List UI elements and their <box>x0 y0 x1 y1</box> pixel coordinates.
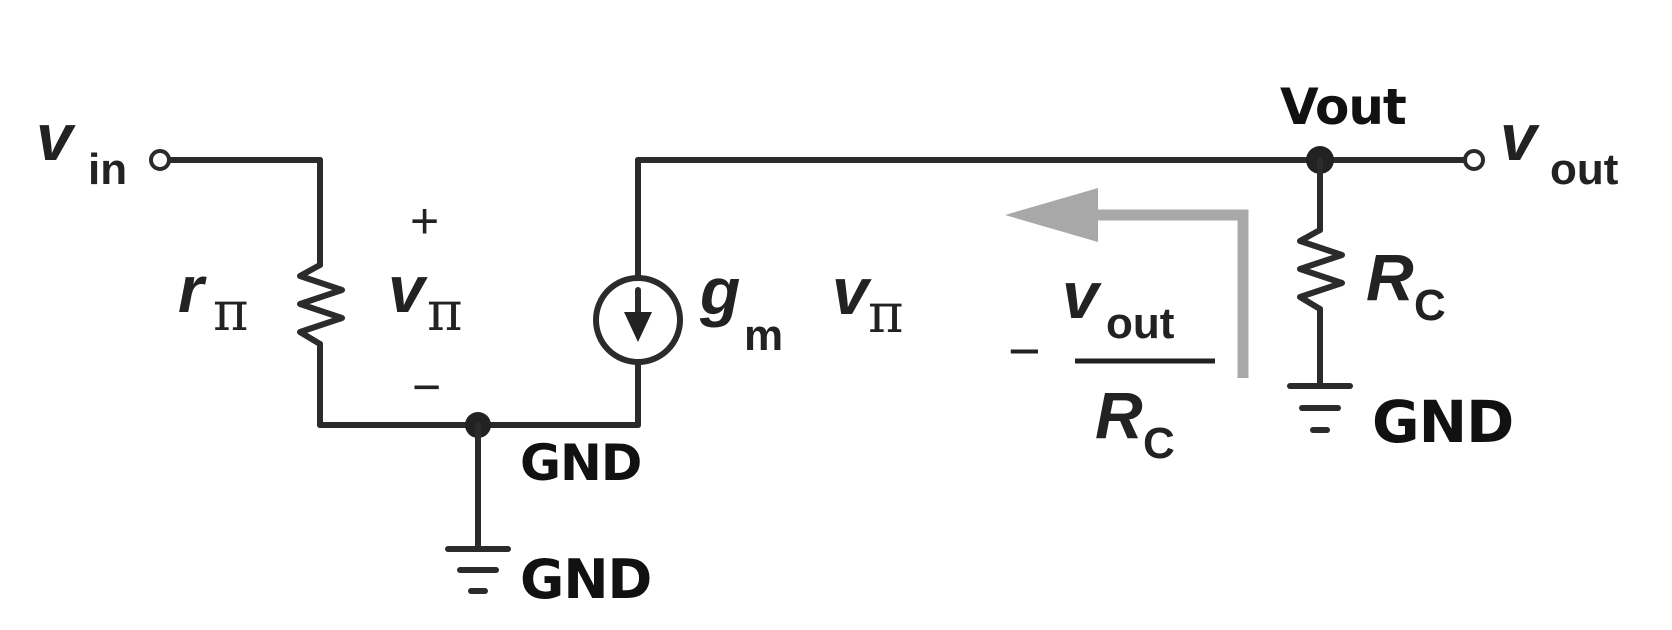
handwritten-gnd-node: GND <box>520 434 641 492</box>
current-expr-num-sub: out <box>1106 299 1175 348</box>
vpi-label-main: v <box>388 252 428 326</box>
gm-label-sub: m <box>744 311 783 360</box>
vin-terminal <box>149 149 171 171</box>
handwritten-gnd-right: GND <box>1372 388 1513 456</box>
ground-symbol-right <box>1287 383 1353 433</box>
current-expr-den-sub: C <box>1143 419 1175 468</box>
gm-vpi-label-main: v <box>832 254 872 328</box>
handwritten-gnd-left: GND <box>520 548 651 611</box>
vin-label-main: v <box>36 100 76 174</box>
vin-label-sub: in <box>88 145 127 194</box>
rpi-label-sub: π <box>213 280 249 343</box>
gm-label-main: g <box>699 254 740 328</box>
rc-resistor <box>1297 227 1345 312</box>
vout-label-main: v <box>1500 100 1540 174</box>
current-expr-den-main: R <box>1095 378 1143 452</box>
current-direction-arrow <box>1005 188 1249 378</box>
rpi-resistor <box>297 262 345 347</box>
vpi-minus: − <box>412 359 441 415</box>
vpi-label-sub: π <box>427 280 463 343</box>
rpi-label-main: r <box>178 252 207 326</box>
vout-terminal <box>1463 149 1485 171</box>
current-expr-num-main: v <box>1062 258 1102 332</box>
rc-label-sub: C <box>1414 281 1446 330</box>
rc-label-main: R <box>1366 240 1414 314</box>
current-expr-sign: − <box>1008 319 1041 382</box>
vpi-plus: + <box>410 193 439 249</box>
current-source-arrow-icon <box>624 287 652 342</box>
ground-symbol-left <box>445 546 511 594</box>
gm-vpi-label-sub: π <box>868 282 904 345</box>
handwritten-vout-node: Vout <box>1280 78 1406 136</box>
vout-label-sub: out <box>1550 145 1619 194</box>
